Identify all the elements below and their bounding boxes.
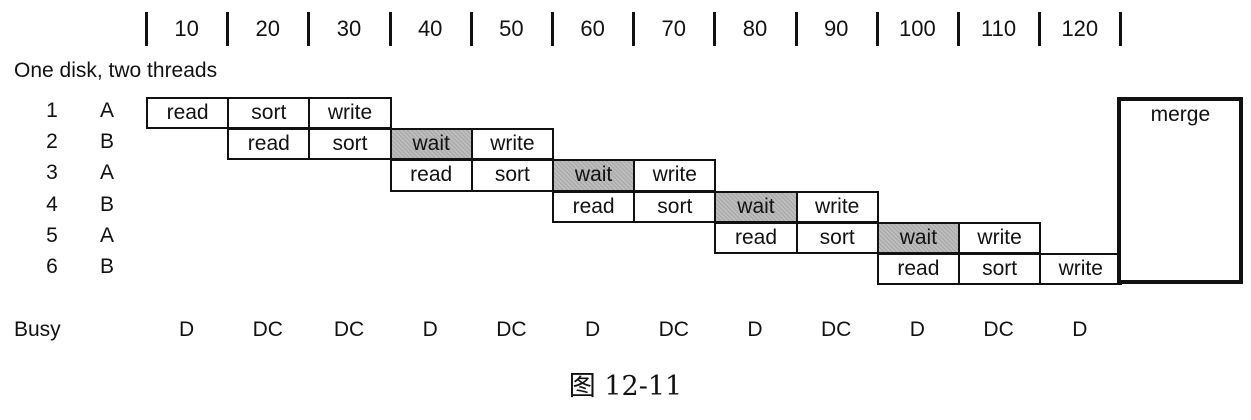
row-number: 2 — [46, 130, 58, 154]
busy-value: DC — [496, 318, 527, 341]
merge-label: merge — [1150, 103, 1211, 126]
busy-value: D — [179, 318, 195, 341]
task-read: read — [389, 159, 473, 192]
row-file-label: A — [99, 223, 114, 247]
task-wait: wait — [714, 190, 798, 223]
row-file-label: B — [99, 255, 114, 278]
timeline-separator — [388, 12, 392, 46]
task-sort: sort — [308, 128, 392, 161]
busy-label: Busy — [14, 318, 61, 341]
timeline-tick-label: 60 — [580, 16, 605, 41]
task-write: write — [633, 159, 717, 192]
timeline-separator — [1119, 12, 1123, 46]
merge-box: merge — [1117, 97, 1244, 285]
timeline-separator — [632, 12, 636, 46]
task-write: write — [308, 97, 392, 130]
task-wait: wait — [876, 221, 960, 254]
figure-caption: 图 12-11 — [568, 371, 683, 402]
timeline-separator — [713, 12, 717, 46]
timeline-separator — [226, 12, 230, 46]
task-write: write — [958, 221, 1042, 254]
busy-value: D — [585, 318, 601, 341]
timeline-separator — [551, 12, 554, 46]
row-number: 5 — [46, 223, 58, 247]
task-read: read — [227, 128, 311, 161]
diagram-subtitle: One disk, two threads — [14, 59, 218, 82]
timeline-separator — [1038, 12, 1042, 46]
task-sort: sort — [795, 221, 879, 254]
task-sort: sort — [227, 97, 311, 130]
row-file-label: A — [99, 99, 114, 122]
task-sort: sort — [633, 190, 717, 223]
task-read: read — [552, 190, 636, 223]
task-read: read — [146, 97, 230, 130]
timeline-tick-label: 90 — [823, 16, 849, 41]
timeline-tick-label: 70 — [661, 16, 687, 41]
busy-value: D — [1072, 318, 1088, 341]
row-number: 4 — [46, 192, 58, 216]
task-sort: sort — [958, 253, 1042, 286]
task-read: read — [876, 253, 960, 286]
timeline-tick-label: 50 — [499, 16, 524, 41]
timeline-tick-label: 100 — [899, 16, 936, 41]
task-write: write — [795, 190, 879, 223]
busy-value: DC — [333, 318, 365, 341]
task-sort: sort — [470, 159, 554, 192]
busy-value: DC — [983, 318, 1014, 341]
timeline-tick-label: 80 — [742, 16, 768, 41]
timeline-tick-label: 120 — [1061, 16, 1099, 41]
timeline-tick-label: 10 — [174, 16, 199, 41]
timeline-tick-label: 30 — [336, 16, 362, 41]
row-file-label: A — [99, 161, 114, 185]
row-file-label: B — [99, 130, 114, 154]
busy-value: DC — [658, 318, 689, 341]
timeline-tick-label: 110 — [981, 16, 1017, 41]
row-file-label: B — [99, 192, 114, 216]
task-wait: wait — [389, 128, 473, 161]
row-number: 3 — [46, 161, 58, 185]
busy-value: D — [422, 318, 438, 341]
busy-value: DC — [252, 318, 283, 341]
timeline-separator — [957, 12, 960, 46]
task-write: write — [1039, 253, 1123, 286]
task-write: write — [470, 128, 554, 161]
row-number: 1 — [46, 99, 58, 122]
timeline-tick-label: 20 — [255, 16, 281, 41]
timeline-separator — [794, 12, 798, 46]
task-read: read — [714, 221, 798, 254]
timeline-tick-label: 40 — [417, 16, 443, 41]
busy-value: DC — [821, 318, 852, 341]
timeline-separator — [469, 12, 473, 46]
timeline-separator — [875, 12, 879, 46]
timeline-separator — [307, 12, 311, 46]
busy-value: D — [909, 318, 925, 341]
row-number: 6 — [46, 255, 58, 278]
task-wait: wait — [552, 159, 636, 192]
timeline-separator — [145, 12, 148, 46]
busy-value: D — [747, 318, 763, 341]
